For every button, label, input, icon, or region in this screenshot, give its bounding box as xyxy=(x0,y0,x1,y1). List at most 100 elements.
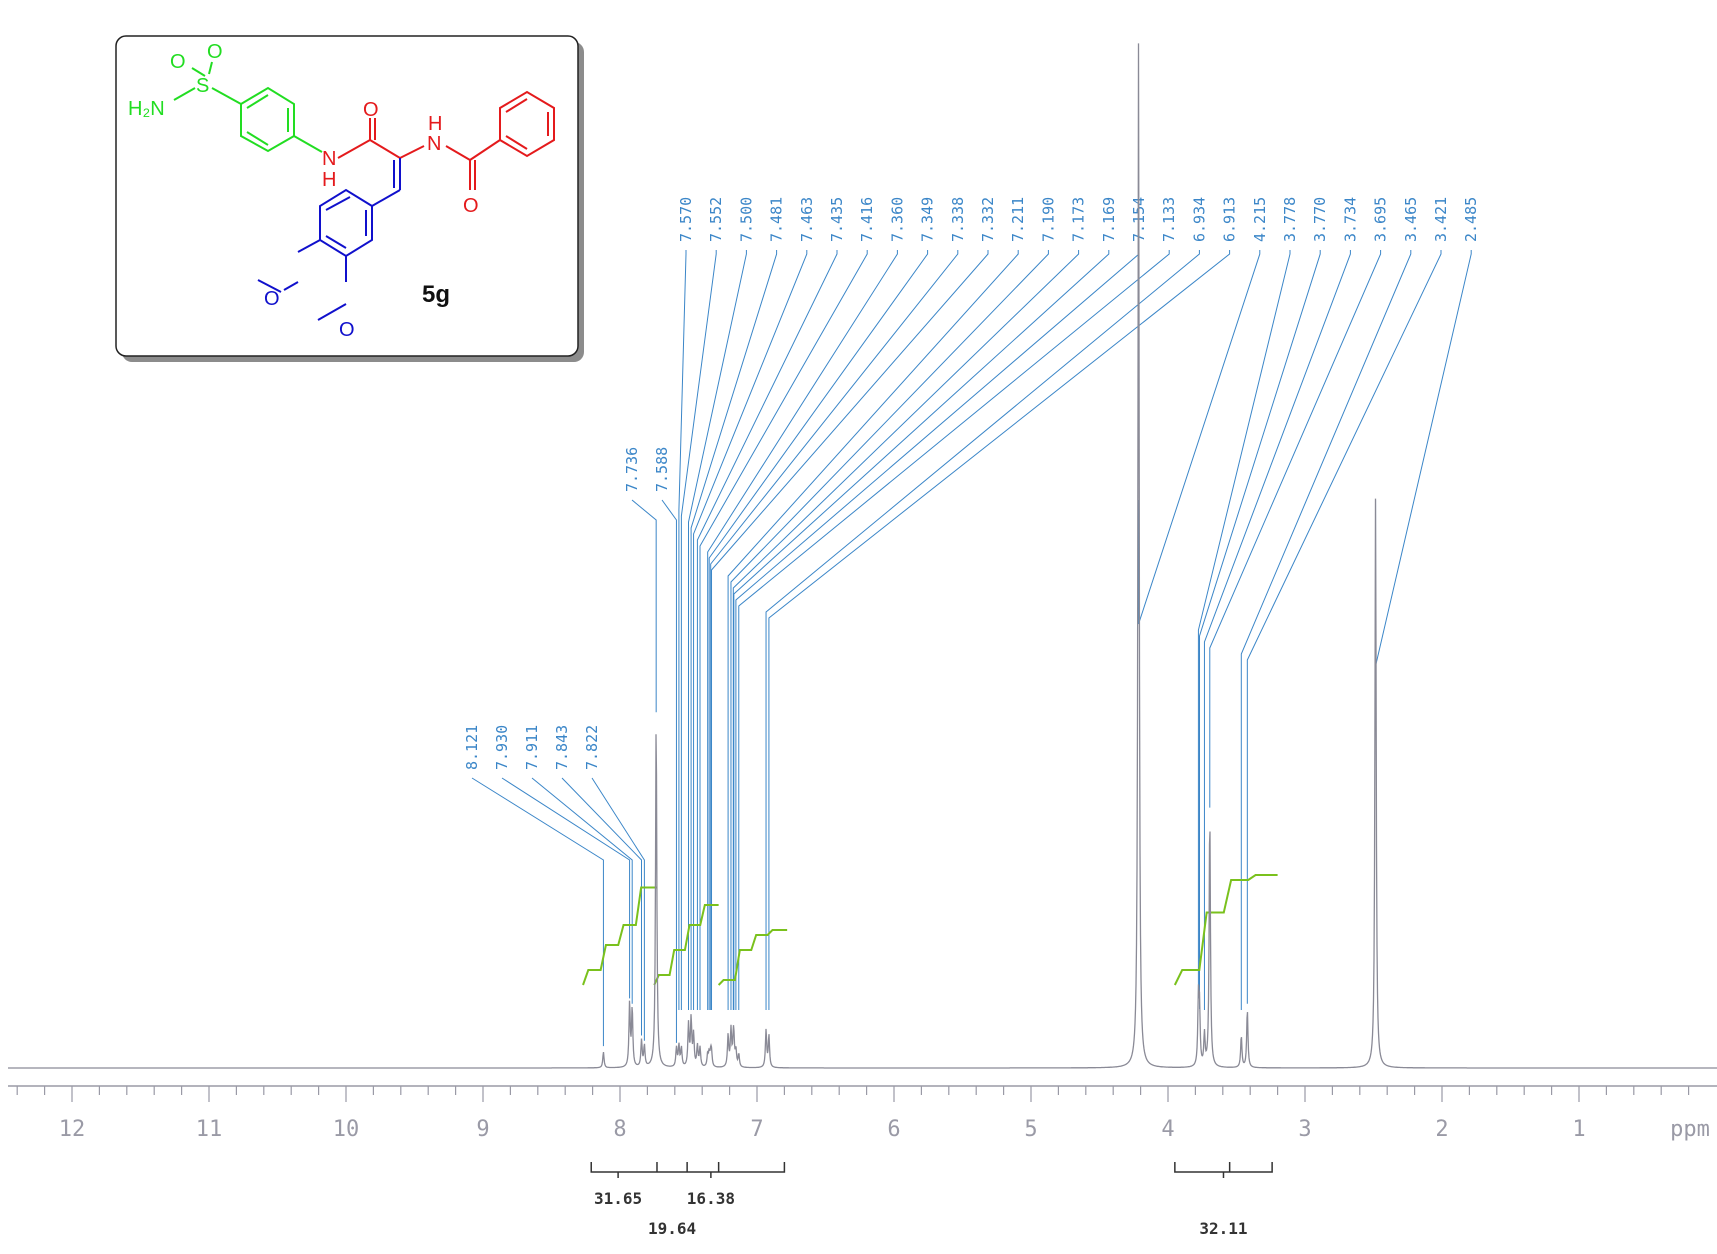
peak-leader-line xyxy=(561,777,643,1036)
sulfur-atom: S xyxy=(196,75,209,97)
peak-label: 3.695 xyxy=(1372,197,1390,242)
peak-label: 7.332 xyxy=(979,197,997,242)
peak-leader-line xyxy=(661,499,677,1043)
peak-leader-line xyxy=(501,777,631,999)
peak-leader-line xyxy=(1203,250,1351,1010)
peak-label: 7.843 xyxy=(553,725,571,770)
peak-leader-line xyxy=(710,250,959,1010)
x-tick-label: 7 xyxy=(750,1117,763,1142)
peak-leader-line xyxy=(690,250,778,1010)
peak-label: 7.736 xyxy=(623,447,641,492)
peak-label: 7.822 xyxy=(583,725,601,770)
peak-leader-line xyxy=(688,250,747,1010)
peak-leader-line xyxy=(1199,250,1321,1009)
peak-label: 7.133 xyxy=(1160,197,1178,242)
x-tick-label: 12 xyxy=(59,1117,86,1142)
peak-label: 7.349 xyxy=(919,197,937,242)
peak-leader-line xyxy=(591,777,645,1041)
integral-curves xyxy=(582,874,1278,986)
methoxy-O1-atom: O xyxy=(264,288,280,310)
amide-H2-atom: H xyxy=(428,113,442,135)
x-tick-label: 11 xyxy=(196,1117,223,1142)
x-tick-label: 10 xyxy=(333,1117,360,1142)
peak-label: 4.215 xyxy=(1251,197,1269,242)
peak-leader-line xyxy=(531,777,633,1004)
carbonyl-O1-atom: O xyxy=(363,99,379,121)
sulfonyl-O1-atom: O xyxy=(170,51,186,73)
integral-value-label: 16.38 xyxy=(687,1189,735,1208)
structure-inset: O O S H₂N N H O N H O xyxy=(115,35,584,362)
peak-leader-line xyxy=(1240,250,1412,1010)
peak-label: 2.485 xyxy=(1462,197,1480,242)
peak-leader-line xyxy=(693,250,808,1010)
peak-label: 3.421 xyxy=(1432,197,1450,242)
peak-label: 7.190 xyxy=(1039,197,1057,242)
peak-leader-line xyxy=(678,250,687,1010)
peak-leader-line xyxy=(1209,250,1382,808)
peak-label: 7.169 xyxy=(1100,197,1118,242)
sulfonyl-O2-atom: O xyxy=(207,41,223,63)
integral-bracket xyxy=(1174,1162,1273,1173)
peak-leader-line xyxy=(738,250,1170,1010)
peak-label: 7.173 xyxy=(1070,197,1088,242)
integral-curve xyxy=(1173,874,1278,986)
peak-label: 7.500 xyxy=(737,197,755,242)
x-tick-label: 2 xyxy=(1435,1117,1448,1142)
peak-label: 6.934 xyxy=(1190,197,1208,242)
peak-label: 7.481 xyxy=(768,197,786,242)
compound-label: 5g xyxy=(422,281,450,308)
x-tick-label: 8 xyxy=(613,1117,626,1142)
peak-leader-line xyxy=(727,250,1019,1010)
peak-label: 7.416 xyxy=(858,197,876,242)
peak-leader-line xyxy=(1197,250,1291,999)
integral-brackets: 31.65 19.64 16.38 32.11 xyxy=(590,1162,1273,1238)
peak-leader-line xyxy=(1375,250,1472,667)
spectrum-line xyxy=(8,43,1717,1069)
x-axis-unit-label: ppm xyxy=(1670,1117,1710,1142)
peak-label: 3.465 xyxy=(1402,197,1420,242)
peak-label-leaders xyxy=(471,250,1472,1047)
amide-N2-atom: N xyxy=(427,133,441,155)
amine-group: H₂N xyxy=(128,98,165,120)
integral-curve xyxy=(582,886,657,986)
x-tick-label: 4 xyxy=(1161,1117,1174,1142)
peak-leader-line xyxy=(732,250,1080,1010)
peak-leader-line xyxy=(733,250,1110,1010)
peak-leader-line xyxy=(768,250,1231,1010)
peak-leader-line xyxy=(1246,250,1442,1004)
peak-leader-line xyxy=(711,250,989,1010)
peak-label: 7.570 xyxy=(677,197,695,242)
peak-label: 3.734 xyxy=(1341,197,1359,242)
peak-leader-line xyxy=(765,250,1200,1010)
peak-leader-line xyxy=(1138,250,1261,625)
peak-leader-line xyxy=(708,250,929,1010)
peak-label: 7.930 xyxy=(493,725,511,770)
peak-label: 7.463 xyxy=(798,197,816,242)
integral-value-label: 32.11 xyxy=(1199,1219,1247,1238)
peak-leader-line xyxy=(730,250,1049,1010)
peak-leader-line xyxy=(735,250,1140,1010)
peak-leader-line xyxy=(707,250,898,1010)
methoxy-O2-atom: O xyxy=(339,319,355,341)
peak-label: 7.360 xyxy=(888,197,906,242)
integral-value-label: 31.65 xyxy=(594,1189,642,1208)
integral-curve xyxy=(653,904,719,986)
integral-value-label: 19.64 xyxy=(648,1219,696,1238)
amide-N1-atom: N xyxy=(322,148,336,170)
peak-label: 8.121 xyxy=(463,725,481,770)
peak-label: 7.552 xyxy=(707,197,725,242)
x-tick-label: 5 xyxy=(1024,1117,1037,1142)
peak-leader-line xyxy=(471,777,604,1047)
peak-label: 7.338 xyxy=(949,197,967,242)
peak-label: 7.588 xyxy=(653,447,671,492)
peak-leader-line xyxy=(631,499,657,713)
peak-label: 7.211 xyxy=(1009,197,1027,242)
integral-curve xyxy=(717,929,788,986)
x-tick-label: 1 xyxy=(1572,1117,1585,1142)
peak-leader-line xyxy=(699,250,868,1010)
amide-H1-atom: H xyxy=(322,169,336,191)
peak-leader-line xyxy=(696,250,838,1010)
peak-label: 3.770 xyxy=(1311,197,1329,242)
